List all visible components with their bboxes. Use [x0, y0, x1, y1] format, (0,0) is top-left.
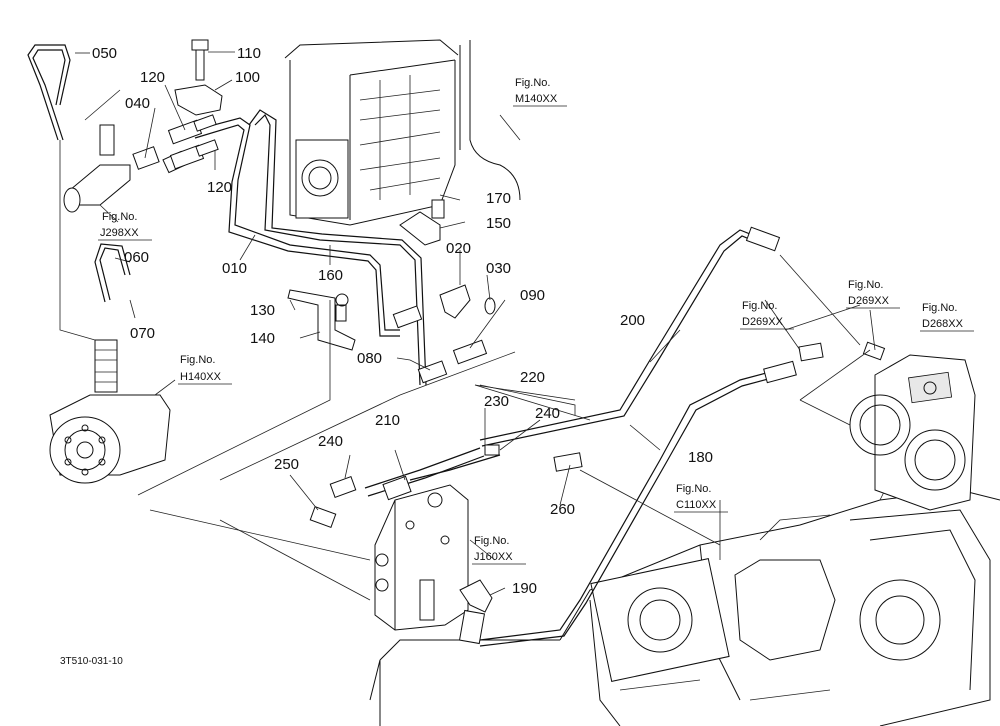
figref-c110: Fig.No. C110XX	[674, 483, 728, 513]
part-labels: 050 110 120 100 040 120 060 010 160 070 …	[92, 45, 713, 597]
svg-text:Fig.No.: Fig.No.	[922, 302, 957, 314]
svg-text:C110XX: C110XX	[676, 499, 717, 511]
label-040: 040	[125, 95, 150, 112]
elbow-190	[458, 579, 493, 645]
figref-h140: Fig.No. H140XX	[178, 354, 232, 385]
label-060: 060	[124, 249, 149, 266]
label-170: 170	[486, 190, 511, 207]
label-010: 010	[222, 260, 247, 277]
svg-text:Fig.No.: Fig.No.	[180, 354, 215, 366]
label-090: 090	[520, 287, 545, 304]
label-100: 100	[235, 69, 260, 86]
label-030: 030	[486, 260, 511, 277]
svg-text:D269XX: D269XX	[848, 295, 890, 307]
label-130: 130	[250, 302, 275, 319]
figref-d269-right: Fig.No. D269XX	[846, 279, 900, 309]
label-180: 180	[688, 449, 713, 466]
label-140: 140	[250, 330, 275, 347]
clamp-150-170	[399, 199, 445, 246]
svg-text:Fig.No.: Fig.No.	[742, 300, 777, 312]
drawing-number: 3T510-031-10	[60, 656, 123, 667]
fittings-250-240-260	[309, 444, 583, 528]
front-axle-housing	[849, 354, 976, 511]
svg-text:D269XX: D269XX	[742, 316, 784, 328]
label-150: 150	[486, 215, 511, 232]
svg-text:Fig.No.: Fig.No.	[474, 535, 509, 547]
svg-text:D268XX: D268XX	[922, 318, 964, 330]
label-250: 250	[274, 456, 299, 473]
svg-text:J160XX: J160XX	[474, 551, 513, 563]
fittings-d269	[745, 226, 886, 384]
label-240-left: 240	[318, 433, 343, 450]
svg-text:Fig.No.: Fig.No.	[848, 279, 883, 291]
svg-text:J298XX: J298XX	[100, 227, 139, 239]
leader-lines	[59, 51, 876, 601]
label-210: 210	[375, 412, 400, 429]
figref-j160: Fig.No. J160XX	[472, 535, 526, 565]
svg-text:Fig.No.: Fig.No.	[102, 211, 137, 223]
svg-text:Fig.No.: Fig.No.	[515, 77, 550, 89]
pipe-200	[479, 229, 767, 447]
pipe-010	[194, 109, 427, 386]
label-120-top: 120	[140, 69, 165, 86]
fittings-120	[167, 114, 219, 170]
label-260: 260	[550, 501, 575, 518]
figref-d269-left: Fig.No. D269XX	[740, 300, 794, 330]
label-070: 070	[130, 325, 155, 342]
fittings-020-030-090	[392, 284, 496, 384]
pipe-180	[479, 371, 773, 647]
pipe-060	[94, 243, 131, 303]
pipe-050	[27, 44, 71, 141]
figref-m140: Fig.No. M140XX	[513, 77, 567, 107]
clamp-100	[174, 39, 223, 116]
label-240-right: 240	[535, 405, 560, 422]
svg-text:H140XX: H140XX	[180, 371, 222, 383]
figure-refs: Fig.No. M140XX Fig.No. J298XX Fig.No. H1…	[98, 77, 974, 565]
svg-text:Fig.No.: Fig.No.	[676, 483, 711, 495]
label-080: 080	[357, 350, 382, 367]
label-110: 110	[237, 45, 261, 62]
bracket-130-140	[287, 289, 356, 351]
upper-housing	[284, 39, 521, 226]
figref-j298: Fig.No. J298XX	[98, 211, 152, 241]
transmission-housing	[369, 469, 1000, 726]
label-190: 190	[512, 580, 537, 597]
label-120-bottom: 120	[207, 179, 232, 196]
label-050: 050	[92, 45, 117, 62]
label-160: 160	[318, 267, 343, 284]
label-230: 230	[484, 393, 509, 410]
label-220: 220	[520, 369, 545, 386]
label-020: 020	[446, 240, 471, 257]
figref-d268: Fig.No. D268XX	[920, 302, 974, 332]
svg-text:M140XX: M140XX	[515, 93, 558, 105]
label-200: 200	[620, 312, 645, 329]
control-valve	[374, 484, 469, 631]
steering-unit	[49, 339, 171, 484]
tee-adapter	[63, 124, 188, 213]
